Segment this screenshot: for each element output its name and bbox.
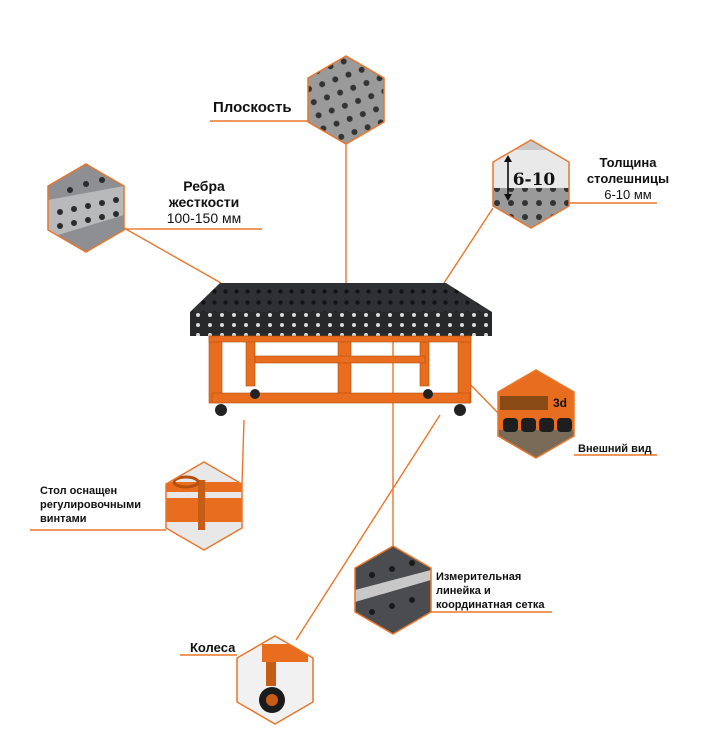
- table-wheels: [215, 389, 466, 416]
- ribs-label: Ребра жесткости 100-150 мм: [154, 178, 254, 226]
- flatness-label: Плоскость: [213, 99, 292, 116]
- leader-lines: [30, 120, 657, 656]
- appearance-hex-image: 3d: [497, 369, 575, 459]
- ruler-hex-image: [354, 545, 432, 635]
- appearance-brand-text: 3d: [553, 396, 567, 410]
- thickness-title-line1: Толщина: [599, 155, 657, 170]
- wheels-label: Колеса: [190, 640, 236, 655]
- thickness-size: 6-10 мм: [604, 187, 652, 202]
- wheels-hex-image: [236, 635, 314, 725]
- table-frame: [208, 335, 472, 404]
- thickness-overlay-text: 6-10: [513, 170, 556, 190]
- thickness-hex-image: 6-10: [492, 139, 570, 229]
- thickness-label: Толщина столешницы 6-10 мм: [582, 155, 674, 203]
- thickness-title-line2: столешницы: [586, 171, 670, 186]
- screws-line1: Стол оснащен: [40, 485, 118, 497]
- flatness-hex-image: [307, 55, 385, 145]
- ruler-label: Измерительная линейка и координатная сет…: [436, 570, 544, 612]
- screws-hex-image: [165, 461, 243, 551]
- screws-label: Стол оснащен регулировочными винтами: [40, 484, 141, 526]
- welding-table: [190, 283, 492, 416]
- ruler-line3: координатная сетка: [436, 599, 545, 611]
- tabletop: [190, 283, 492, 312]
- ribs-title-line1: Ребра: [183, 178, 225, 194]
- ruler-line1: Измерительная: [436, 571, 522, 583]
- appearance-label: Внешний вид: [578, 443, 652, 455]
- table-front-rib: [190, 312, 492, 336]
- ruler-line2: линейка и: [436, 585, 491, 597]
- ribs-size: 100-150 мм: [166, 210, 242, 226]
- ribs-hex-image: [47, 163, 125, 253]
- ribs-title-line2: жесткости: [168, 194, 240, 210]
- screws-line3: винтами: [40, 513, 87, 525]
- screws-line2: регулировочными: [40, 499, 141, 511]
